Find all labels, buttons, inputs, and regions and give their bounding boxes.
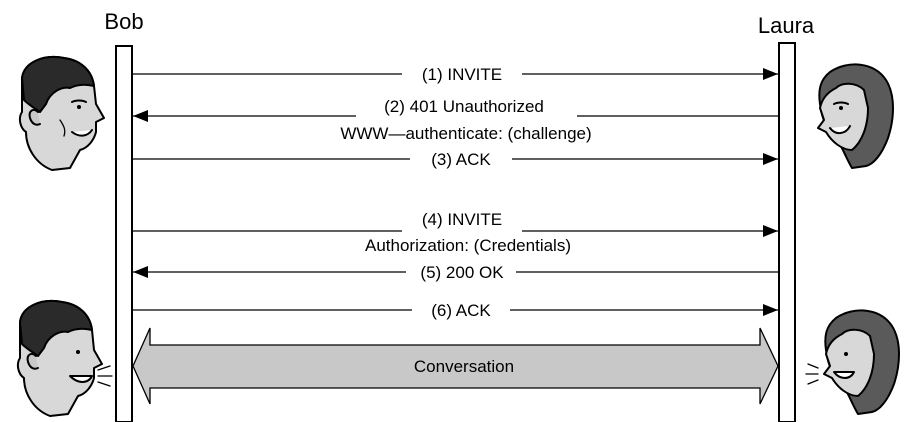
woman-smiling-face-icon xyxy=(817,63,894,169)
message-6-label: (6) ACK xyxy=(431,301,491,320)
participant-bob-label: Bob xyxy=(104,9,143,34)
conversation-double-arrow-shape xyxy=(132,327,779,405)
message-2-label: (2) 401 Unauthorized xyxy=(384,97,544,116)
message-4-detail: Authorization: (Credentials) xyxy=(365,236,571,255)
message-5-label: (5) 200 OK xyxy=(420,263,504,282)
message-4: (4) INVITE Authorization: (Credentials) xyxy=(132,210,778,255)
message-3-label: (3) ACK xyxy=(431,150,491,169)
message-4-label: (4) INVITE xyxy=(422,210,502,229)
man-talking-face-icon xyxy=(16,300,113,417)
participant-laura-label: Laura xyxy=(758,13,815,38)
message-3: (3) ACK xyxy=(132,150,778,169)
woman-talking-face-icon xyxy=(805,309,900,415)
message-6: (6) ACK xyxy=(132,301,778,320)
conversation-label: Conversation xyxy=(414,357,514,376)
laura-lifeline xyxy=(778,42,796,422)
message-1: (1) INVITE xyxy=(132,65,778,84)
message-1-label: (1) INVITE xyxy=(422,65,502,84)
message-2-detail: WWW—authenticate: (challenge) xyxy=(340,124,591,143)
man-smiling-face-icon xyxy=(18,56,105,171)
bob-lifeline xyxy=(115,45,133,422)
conversation-arrow: Conversation xyxy=(132,327,779,405)
message-2: (2) 401 Unauthorized WWW—authenticate: (… xyxy=(133,97,779,143)
message-5: (5) 200 OK xyxy=(133,263,779,282)
